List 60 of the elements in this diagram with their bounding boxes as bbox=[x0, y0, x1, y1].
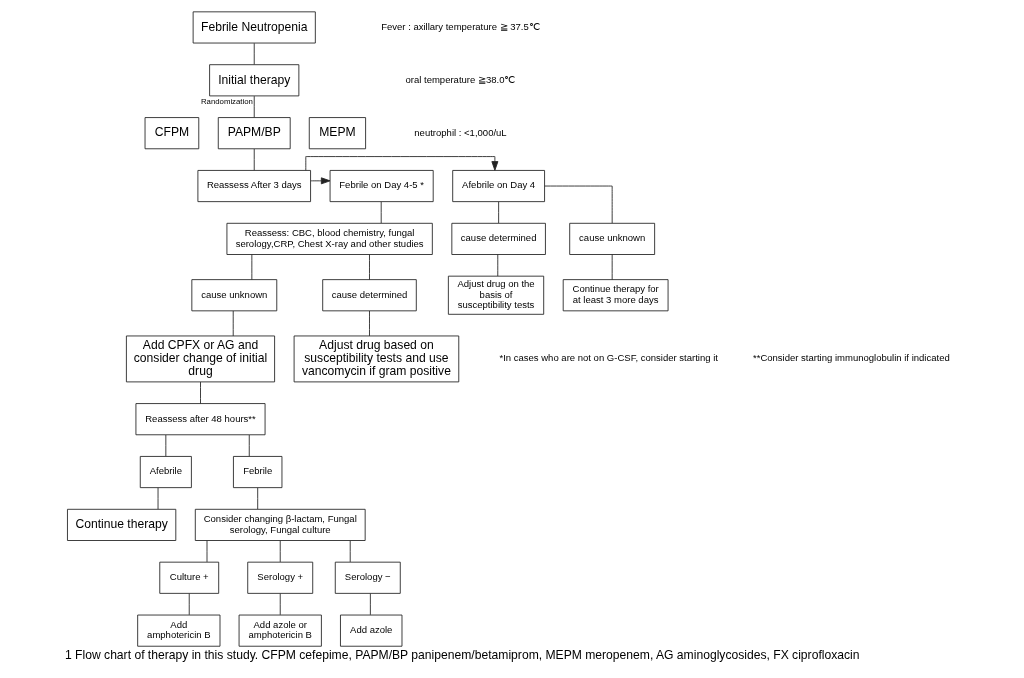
connector bbox=[368, 254, 370, 281]
connector bbox=[188, 593, 190, 616]
connector bbox=[380, 201, 382, 224]
arrow bbox=[309, 177, 330, 185]
connector bbox=[253, 148, 255, 171]
connector bbox=[368, 310, 370, 337]
connector bbox=[232, 310, 234, 337]
node-box: Serology − bbox=[334, 561, 401, 594]
connector bbox=[206, 540, 207, 563]
node-box: Afebrile bbox=[139, 456, 192, 489]
node-box: Consider changing β-lactam, Fungal serology, Fungal culture bbox=[194, 508, 366, 541]
node-box: Reassess after 48 hours** bbox=[135, 403, 265, 436]
node-box: cause unknown bbox=[568, 222, 655, 255]
node-box: Add amphotericin B bbox=[136, 614, 220, 647]
node-box: Febrile on Day 4-5 * bbox=[329, 170, 434, 203]
node-box: Reassess After 3 days bbox=[196, 170, 311, 203]
connector bbox=[496, 254, 498, 277]
node-box: Adjust drug on the basis of susceptibility tests bbox=[447, 275, 544, 315]
node-box: Febrile bbox=[232, 456, 282, 489]
node-box: MEPM bbox=[308, 117, 366, 150]
node-box: Adjust drug based on susceptibility tests and use vancomycin if gram positive bbox=[293, 335, 459, 383]
node-box: Continue therapy bbox=[66, 508, 176, 541]
node-box: Add CPFX or AG and consider change of initial drug bbox=[125, 335, 275, 383]
node-box: Initial therapy bbox=[208, 64, 299, 97]
node-box: Continue therapy for at least 3 more days bbox=[562, 279, 668, 312]
connector bbox=[253, 42, 255, 65]
connector bbox=[369, 593, 371, 616]
node-box: cause determined bbox=[450, 222, 546, 255]
node-box: Afebrile on Day 4 bbox=[451, 170, 545, 203]
node-box: Culture + bbox=[158, 561, 219, 594]
node-box: cause unknown bbox=[190, 279, 277, 312]
connector bbox=[256, 487, 258, 510]
label: Fever : axillary temperature ≧ 37.5℃ bbox=[380, 20, 540, 32]
node-box: CFPM bbox=[144, 117, 199, 150]
connector bbox=[497, 201, 499, 224]
label: *In cases who are not on G-CSF, consider starting it bbox=[498, 352, 718, 364]
node-box: Add azole bbox=[339, 614, 402, 647]
node-box: Febrile Neutropenia bbox=[192, 11, 316, 44]
connector bbox=[157, 487, 158, 510]
connector bbox=[611, 254, 613, 281]
connector bbox=[279, 540, 281, 563]
connector bbox=[250, 254, 252, 281]
connector bbox=[279, 593, 281, 616]
label: oral temperature ≧38.0℃ bbox=[405, 73, 515, 85]
connector bbox=[248, 434, 250, 457]
connector bbox=[199, 381, 201, 404]
node-box: PAPM/BP bbox=[217, 117, 291, 150]
label: **Consider starting immunoglobulin if indicated bbox=[752, 352, 950, 364]
arrow bbox=[304, 156, 498, 171]
edge-label: Randomization bbox=[200, 97, 253, 107]
label: neutrophil : <1,000/uL bbox=[413, 126, 507, 138]
node-box: Reassess: CBC, blood chemistry, fungal serology,CRP, Chest X-ray and other studies bbox=[226, 222, 433, 255]
connector bbox=[253, 95, 255, 118]
node-box: cause determined bbox=[321, 279, 417, 312]
connector bbox=[543, 185, 613, 224]
node-box: Serology + bbox=[246, 561, 313, 594]
connector bbox=[349, 540, 351, 563]
caption: 1 Flow chart of therapy in this study. CFPM cefepime, PAPM/BP panipenem/betamiprom, MEPM meropenem, AG aminoglycosides, FX ciprofloxacin bbox=[64, 648, 859, 663]
node-box: Add azole or amphotericin B bbox=[238, 614, 322, 647]
connector bbox=[164, 434, 166, 457]
